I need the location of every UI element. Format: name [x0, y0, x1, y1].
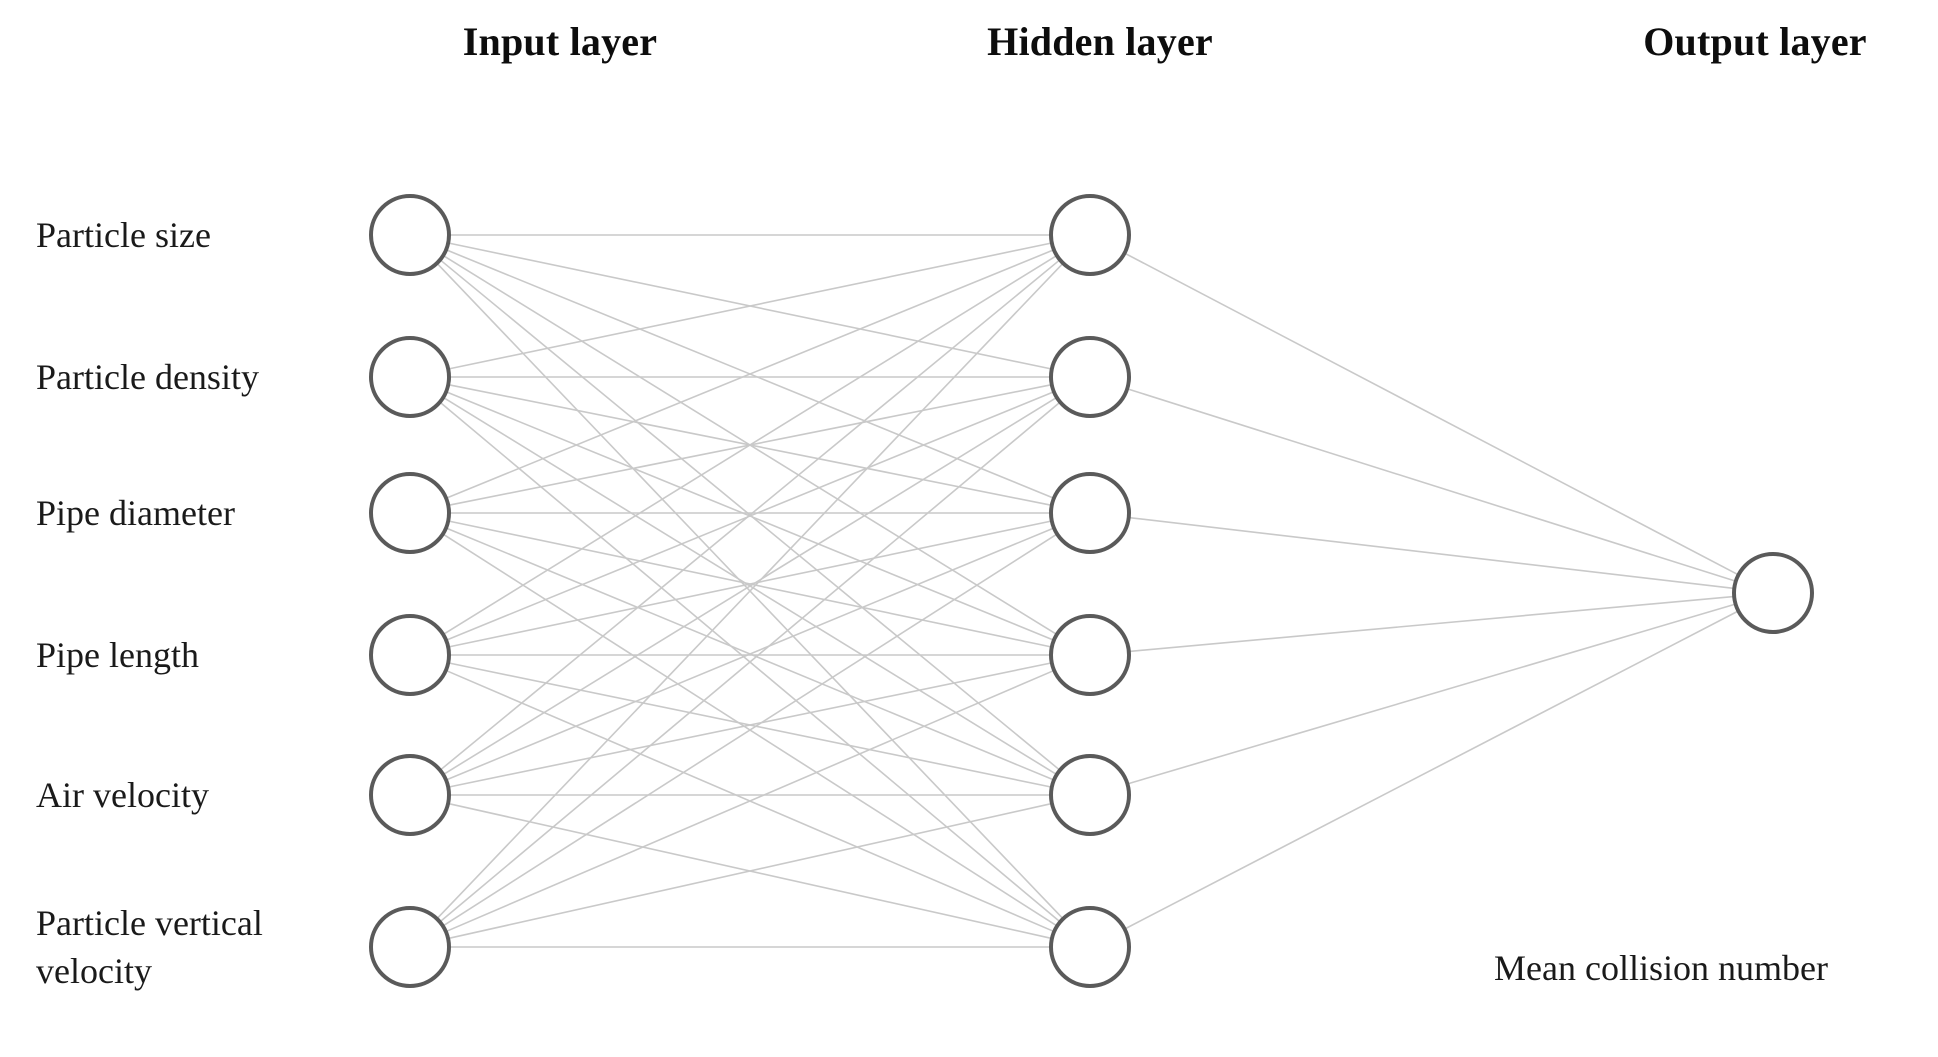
- hidden-node-4: [1049, 614, 1131, 696]
- hidden-node-5: [1049, 754, 1131, 836]
- input-label-air-velocity: Air velocity: [36, 775, 209, 815]
- output-layer-title: Output layer: [1643, 19, 1867, 64]
- input-label-particle-vertical-velocity: Particle vertical velocity: [36, 903, 263, 991]
- hidden-node-3: [1049, 472, 1131, 554]
- input-label-particle-size: Particle size: [36, 215, 211, 255]
- output-label-mean-collision-number: Mean collision number: [1494, 948, 1828, 988]
- input-node-3: [369, 472, 451, 554]
- input-node-6: [369, 906, 451, 988]
- output-node-1: [1732, 552, 1814, 634]
- hidden-node-1: [1049, 194, 1131, 276]
- input-label-pipe-diameter: Pipe diameter: [36, 493, 235, 533]
- input-node-4: [369, 614, 451, 696]
- input-label-pipe-length: Pipe length: [36, 635, 199, 675]
- hidden-node-2: [1049, 336, 1131, 418]
- input-node-2: [369, 336, 451, 418]
- input-layer-title: Input layer: [462, 19, 658, 64]
- input-node-1: [369, 194, 451, 276]
- input-label-particle-density: Particle density: [36, 357, 259, 397]
- hidden-layer-title: Hidden layer: [987, 19, 1213, 64]
- hidden-node-6: [1049, 906, 1131, 988]
- input-node-5: [369, 754, 451, 836]
